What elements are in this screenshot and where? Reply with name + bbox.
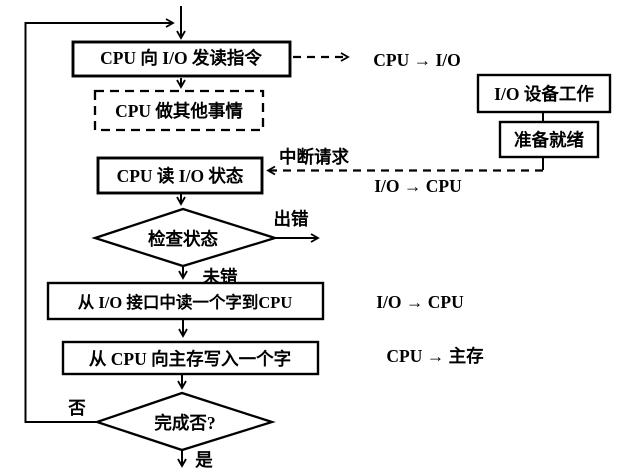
node-issue-read-command-label: CPU 向 I/O 发读指令 [100, 48, 262, 68]
label-io-to-cpu-interrupt: I/O → CPU [374, 176, 462, 196]
node-check-status [91, 207, 279, 268]
label-yes: 是 [195, 450, 213, 470]
loop-back-line [24, 18, 175, 423]
node-write-word-label: 从 CPU 向主存写入一个字 [89, 349, 291, 369]
node-check-status-label: 检查状态 [148, 229, 218, 249]
node-cpu-other-work [93, 89, 265, 132]
node-read-io-status-label: CPU 读 I/O 状态 [117, 166, 244, 186]
label-cpu-to-mainmem: CPU → 主存 [386, 346, 484, 366]
label-cpu-to-io: CPU → I/O [373, 50, 461, 70]
node-io-device-work [476, 73, 612, 114]
node-issue-read-command [71, 40, 292, 78]
node-io-device-work-label: I/O 设备工作 [494, 84, 594, 104]
node-write-word [61, 340, 320, 376]
label-interrupt-request: 中断请求 [279, 147, 349, 167]
label-error: 出错 [274, 209, 309, 229]
node-ready-label: 准备就绪 [514, 130, 584, 150]
node-ready [498, 120, 600, 159]
node-done-check [93, 391, 276, 452]
label-no: 否 [67, 398, 86, 418]
node-read-io-status [96, 156, 264, 195]
node-read-word-label: 从 I/O 接口中读一个字到CPU [78, 292, 293, 312]
label-io-to-cpu-transfer: I/O → CPU [376, 292, 464, 312]
node-cpu-other-work-label: CPU 做其他事情 [115, 101, 243, 121]
node-done-check-label: 完成否? [154, 413, 215, 433]
node-read-word [46, 281, 325, 321]
